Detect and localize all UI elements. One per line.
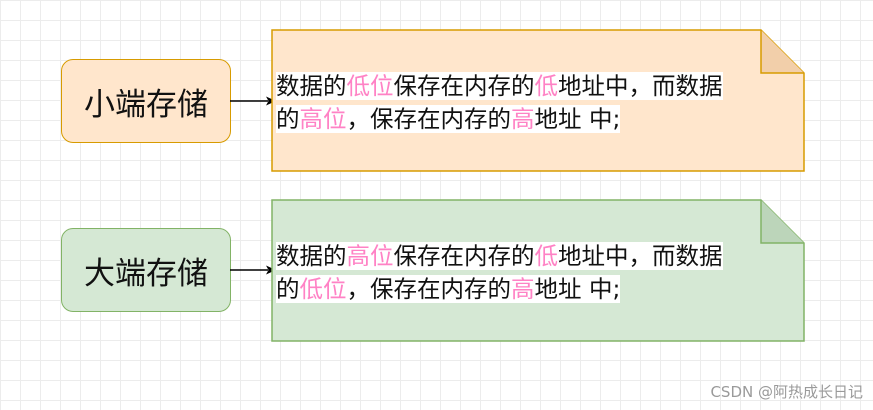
- big-endian-arrow: [230, 265, 276, 275]
- little-endian-note: [271, 29, 805, 172]
- description-line-2: 的高位，保存在内存的高地址 中;: [276, 105, 621, 133]
- little-endian-label: 小端存储: [84, 86, 208, 123]
- description-line-2: 的低位，保存在内存的高地址 中;: [276, 275, 621, 303]
- little-endian-arrow: [230, 96, 276, 106]
- description-line-1: 数据的低位保存在内存的低地址中，而数据: [276, 72, 723, 100]
- big-endian-label: 大端存储: [84, 255, 208, 292]
- watermark: CSDN @阿热成长日记: [710, 383, 863, 401]
- little-endian-box[interactable]: 小端存储: [61, 59, 231, 143]
- little-endian-description: 数据的低位保存在内存的低地址中，而数据 的高位，保存在内存的高地址 中;: [276, 70, 796, 136]
- big-endian-note: [271, 199, 805, 342]
- description-line-1: 数据的高位保存在内存的低地址中，而数据: [276, 242, 723, 270]
- big-endian-description: 数据的高位保存在内存的低地址中，而数据 的低位，保存在内存的高地址 中;: [276, 240, 796, 306]
- big-endian-box[interactable]: 大端存储: [61, 228, 231, 312]
